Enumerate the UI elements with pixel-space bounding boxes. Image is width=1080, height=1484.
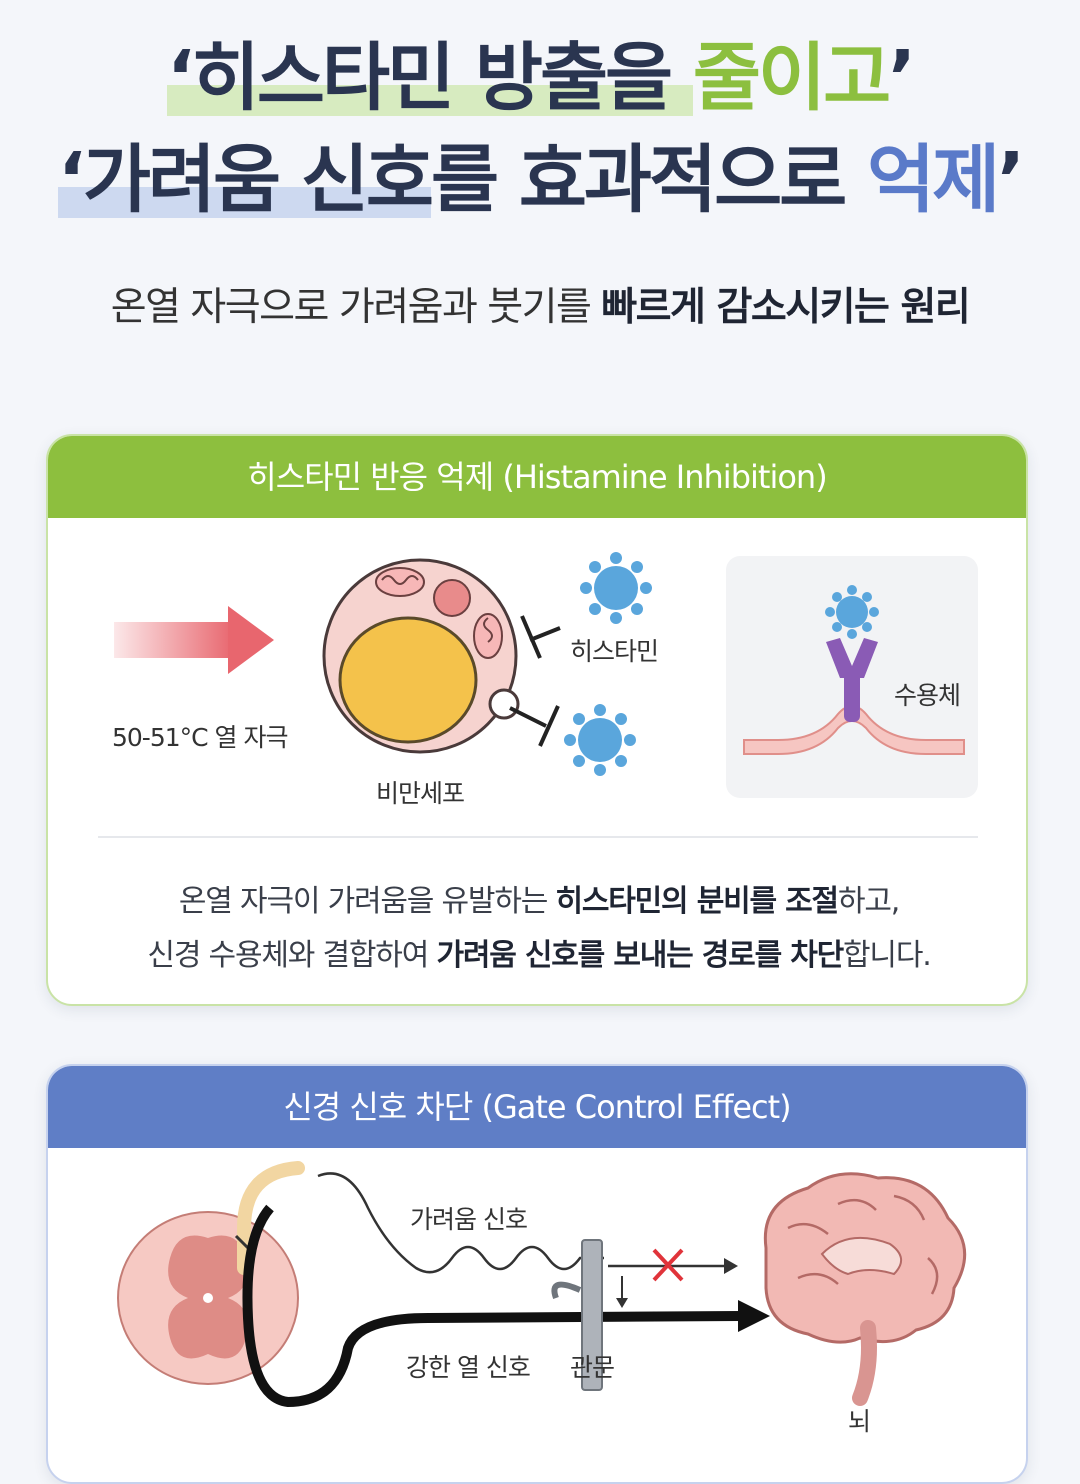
blocked-signal-arrowhead-icon bbox=[724, 1258, 738, 1274]
receptor-label: 수용체 bbox=[894, 681, 961, 710]
headline-line2-text: 를 효과적으로 bbox=[430, 137, 867, 223]
desc1-b: 히스타민의 분비를 조절 bbox=[555, 884, 839, 919]
heat-arrow-icon bbox=[114, 606, 274, 674]
desc2-c: 합니다. bbox=[843, 938, 932, 973]
headline-highlight-blue: ‘가려움 신호 bbox=[57, 137, 434, 223]
heat-signal-arrowhead-icon bbox=[738, 1300, 770, 1332]
histamine-particle-receptor-icon bbox=[825, 585, 879, 639]
cell-membrane-icon bbox=[743, 705, 965, 755]
desc1-c: 하고, bbox=[837, 884, 900, 919]
headline-line1-text: ‘히스타민 방출을 bbox=[166, 35, 693, 121]
itch-signal-label: 가려움 신호 bbox=[410, 1205, 528, 1234]
gate-card-title: 신경 신호 차단 (Gate Control Effect) bbox=[48, 1066, 1026, 1148]
inhibition-symbol-top-icon bbox=[520, 615, 561, 659]
gate-control-card: 신경 신호 차단 (Gate Control Effect) bbox=[46, 1064, 1028, 1484]
histamine-inhibition-card: 히스타민 반응 억제 (Histamine Inhibition) bbox=[46, 434, 1028, 1006]
heat-stimulus-label: 50-51°C 열 자극 bbox=[112, 723, 288, 752]
subheadline: 온열 자극으로 가려움과 붓기를 빠르게 감소시키는 원리 bbox=[0, 276, 1080, 332]
gate-label: 관문 bbox=[570, 1353, 615, 1382]
card1-divider bbox=[98, 836, 978, 838]
headline-line-1: ‘히스타민 방출을 줄이고’ bbox=[0, 18, 1080, 125]
gate-icon bbox=[551, 1239, 628, 1391]
histamine-diagram bbox=[114, 552, 978, 798]
headline-highlight-green: ‘히스타민 방출을 bbox=[166, 35, 693, 121]
histamine-desc-line-1: 온열 자극이 가려움을 유발하는 히스타민의 분비를 조절하고, bbox=[48, 876, 1026, 920]
itch-nerve-icon bbox=[237, 1161, 305, 1275]
spinal-cord-icon bbox=[117, 1211, 299, 1385]
mast-cell-icon bbox=[322, 558, 520, 754]
brain-icon bbox=[763, 1172, 967, 1406]
histamine-card-title: 히스타민 반응 억제 (Histamine Inhibition) bbox=[48, 436, 1026, 518]
histamine-particle-top-icon bbox=[580, 552, 652, 624]
inhibition-symbol-bottom-icon bbox=[509, 705, 560, 747]
subheadline-text: 온열 자극으로 가려움과 붓기를 bbox=[110, 285, 602, 330]
brain-label: 뇌 bbox=[848, 1407, 871, 1436]
headline-accent-suppress: 억제 bbox=[867, 137, 1000, 223]
itch-signal-wave-icon bbox=[317, 1172, 604, 1274]
histamine-particle-bottom-icon bbox=[564, 704, 636, 776]
heat-signal-path-icon bbox=[242, 1204, 741, 1408]
desc1-a: 온열 자극이 가려움을 유발하는 bbox=[178, 884, 556, 919]
desc2-a: 신경 수용체와 결합하여 bbox=[147, 938, 437, 973]
desc2-b: 가려움 신호를 보내는 경로를 차단 bbox=[436, 938, 844, 973]
headline-line-2: ‘가려움 신호를 효과적으로 억제’ bbox=[0, 120, 1080, 227]
histamine-label: 히스타민 bbox=[570, 637, 659, 666]
heat-signal-label: 강한 열 신호 bbox=[406, 1353, 531, 1382]
subheadline-bold: 빠르게 감소시키는 원리 bbox=[601, 285, 970, 330]
receptor-icon bbox=[826, 638, 878, 722]
headline-line2-quote: ’ bbox=[997, 137, 1025, 223]
gate-control-diagram bbox=[117, 1161, 967, 1408]
block-x-icon bbox=[652, 1248, 684, 1282]
headline-accent-reduce: 줄이고 bbox=[692, 35, 891, 121]
headline-line1-quote: ’ bbox=[888, 35, 916, 121]
mast-cell-label: 비만세포 bbox=[376, 779, 465, 808]
histamine-desc-line-2: 신경 수용체와 결합하여 가려움 신호를 보내는 경로를 차단합니다. bbox=[48, 930, 1026, 974]
